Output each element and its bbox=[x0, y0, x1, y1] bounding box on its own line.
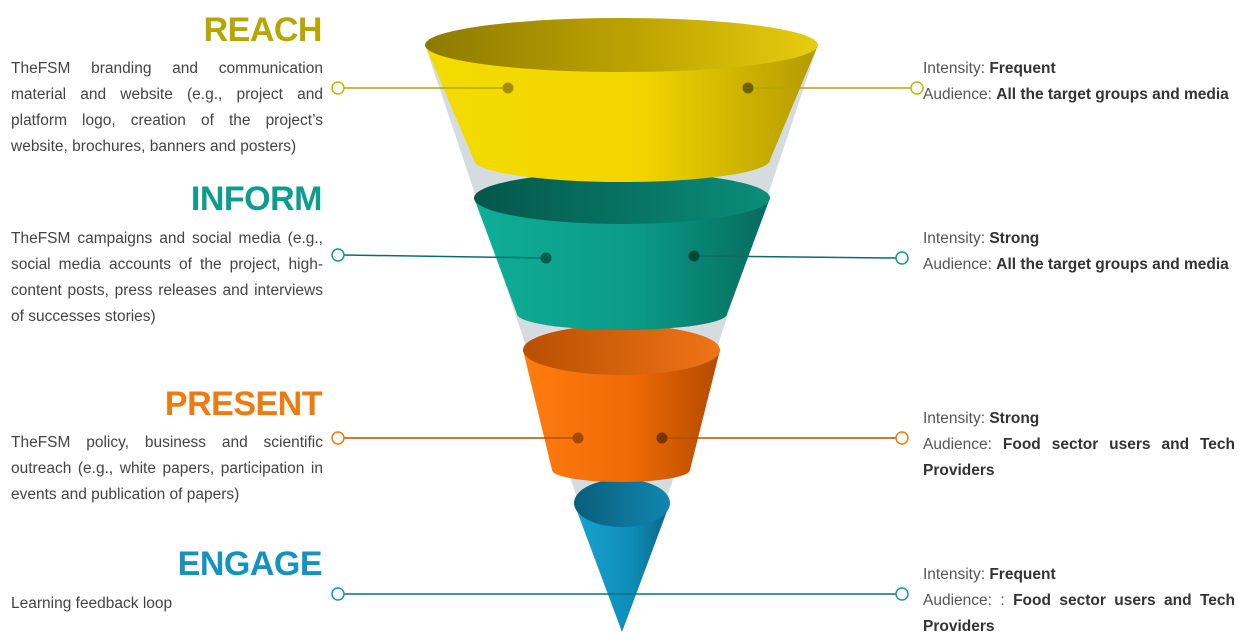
inform-description: TheFSM campaigns and social media (e.g.,… bbox=[11, 230, 323, 325]
inform-title: INFORM bbox=[190, 180, 323, 218]
audience-value: Food sector users and Tech Providers bbox=[923, 436, 1235, 479]
present-title: PRESENT bbox=[164, 385, 323, 423]
intensity-value: Strong bbox=[989, 410, 1040, 427]
reach-audience: Audience: All the target groups and medi… bbox=[923, 82, 1235, 108]
reach-details: Intensity: Frequent Audience: All the ta… bbox=[923, 56, 1235, 108]
intensity-label: Intensity: bbox=[923, 566, 986, 583]
intensity-value: Strong bbox=[989, 230, 1040, 247]
inform-details: Intensity: Strong Audience: All the targ… bbox=[923, 226, 1235, 278]
funnel-present-body bbox=[523, 350, 720, 482]
engage-connector bbox=[331, 587, 909, 601]
present-intensity: Intensity: Strong bbox=[923, 406, 1235, 432]
intensity-value: Frequent bbox=[989, 60, 1056, 77]
reach-connector bbox=[331, 81, 924, 95]
funnel-inform-top bbox=[474, 172, 770, 224]
engage-intensity: Intensity: Frequent bbox=[923, 562, 1235, 588]
funnel-reach-body bbox=[425, 45, 818, 182]
intensity-label: Intensity: bbox=[923, 230, 986, 247]
audience-label: Audience: bbox=[923, 86, 992, 103]
present-description: TheFSM policy, business and scientific o… bbox=[11, 434, 323, 503]
inform-audience: Audience: All the target groups and medi… bbox=[923, 252, 1235, 278]
audience-label: Audience: bbox=[923, 436, 992, 453]
engage-title: ENGAGE bbox=[177, 545, 323, 583]
present-connector bbox=[331, 431, 909, 445]
intensity-label: Intensity: bbox=[923, 410, 986, 427]
funnel-engage-body bbox=[574, 503, 670, 632]
engage-details: Intensity: Frequent Audience: : Food sec… bbox=[923, 562, 1235, 640]
funnel-present-top bbox=[523, 325, 720, 375]
inform-connector bbox=[331, 248, 909, 265]
intensity-label: Intensity: bbox=[923, 60, 986, 77]
audience-label: Audience: : bbox=[923, 592, 1005, 609]
funnel-inform-body bbox=[474, 198, 770, 330]
reach-title: REACH bbox=[203, 11, 323, 49]
present-details: Intensity: Strong Audience: Food sector … bbox=[923, 406, 1235, 484]
intensity-value: Frequent bbox=[989, 566, 1056, 583]
audience-value: Food sector users and Tech Providers bbox=[923, 592, 1235, 635]
funnel-engage-top bbox=[574, 479, 670, 527]
funnel-reach-top bbox=[425, 18, 818, 72]
audience-label: Audience: bbox=[923, 256, 992, 273]
engage-audience: Audience: : Food sector users and Tech P… bbox=[923, 588, 1235, 640]
reach-intensity: Intensity: Frequent bbox=[923, 56, 1235, 82]
reach-description: TheFSM branding and communication materi… bbox=[11, 60, 323, 155]
inform-intensity: Intensity: Strong bbox=[923, 226, 1235, 252]
audience-value: All the target groups and media bbox=[996, 256, 1229, 273]
engage-description: Learning feedback loop bbox=[11, 595, 173, 612]
present-audience: Audience: Food sector users and Tech Pro… bbox=[923, 432, 1235, 484]
audience-value: All the target groups and media bbox=[996, 86, 1229, 103]
